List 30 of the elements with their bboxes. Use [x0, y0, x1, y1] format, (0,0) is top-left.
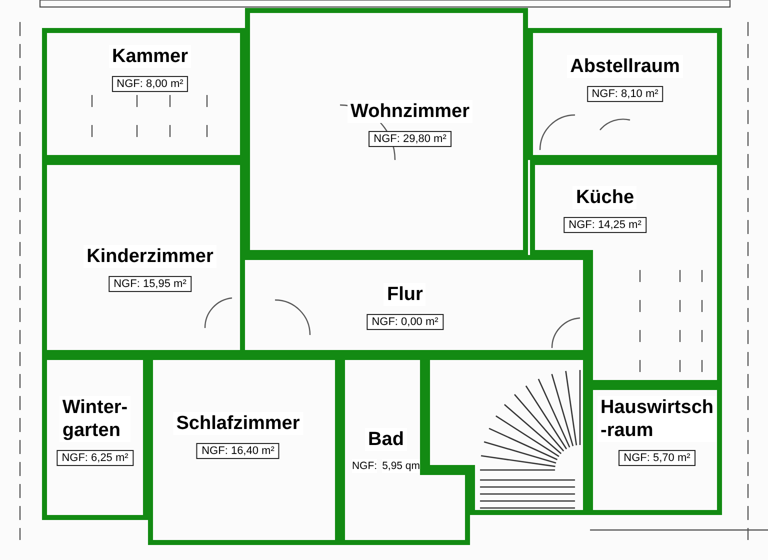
room-outline	[42, 355, 148, 520]
room-outline	[528, 28, 722, 160]
area-label: NGF:	[352, 459, 378, 473]
room-name: Wohnzimmer	[348, 100, 472, 123]
room-name: Bad	[365, 428, 407, 451]
area-label: NGF: 6,25 m²	[56, 450, 134, 466]
area-label: NGF: 29,80 m²	[368, 131, 452, 147]
room-outline	[530, 160, 722, 385]
area-label: NGF: 0,00 m²	[366, 314, 444, 330]
room-name: Flur	[384, 283, 426, 306]
room-outline	[42, 160, 245, 355]
area-label: NGF: 16,40 m²	[196, 443, 280, 459]
room-name: Hauswirtsch -raum	[598, 396, 716, 442]
area-label: NGF: 8,10 m²	[586, 86, 664, 102]
area-label: NGF: 5,70 m²	[618, 450, 696, 466]
area-label: NGF: 15,95 m²	[108, 276, 192, 292]
room-name: Kinderzimmer	[84, 245, 216, 268]
room-outline	[245, 8, 528, 255]
area-label: NGF: 8,00 m²	[112, 76, 188, 92]
room-outline	[148, 355, 340, 545]
room-outline	[42, 28, 245, 160]
room-outline	[340, 355, 470, 545]
room-name: Winter- garten	[59, 396, 131, 442]
room-name: Kammer	[108, 45, 192, 68]
room-outline	[588, 385, 722, 515]
area-label: NGF: 14,25 m²	[564, 217, 646, 233]
room-name: Schlafzimmer	[173, 412, 303, 435]
room-name: Küche	[572, 186, 638, 209]
room-name: Abstellraum	[567, 55, 683, 78]
area-label: 5,95 qm	[382, 459, 420, 473]
